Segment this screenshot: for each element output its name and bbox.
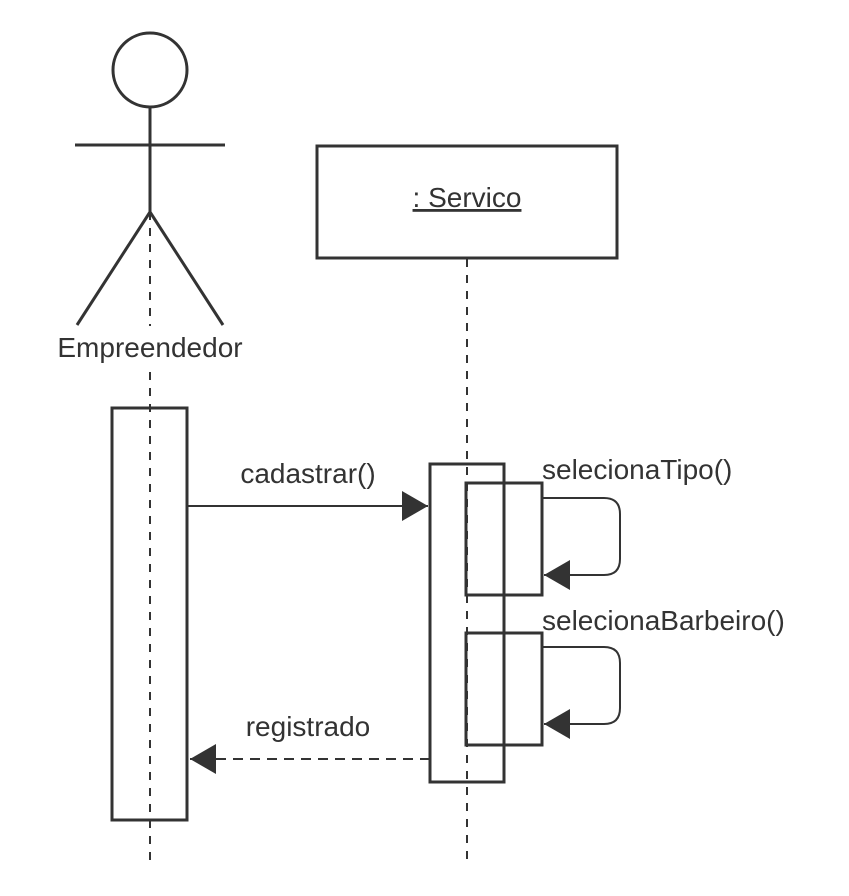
message-selecionabarbeiro-arrowhead	[544, 709, 570, 739]
actor-head	[111, 31, 189, 109]
object-activation-bar	[428, 462, 506, 784]
actor-figure	[75, 31, 225, 326]
message-selecionabarbeiro-loop	[542, 646, 621, 725]
object-box	[315, 144, 619, 260]
message-cadastrar-arrowhead	[402, 491, 428, 521]
actor-left-leg	[75, 211, 152, 326]
message-registrado-arrowhead	[190, 744, 216, 774]
nested-activation-2	[464, 631, 544, 747]
actor-label-backdrop	[40, 326, 262, 364]
nested-activation-1	[464, 481, 544, 597]
message-selecionabarbeiro-label: selecionaBarbeiro()	[542, 605, 785, 636]
object-label: : Servico	[413, 182, 522, 213]
actor-right-leg	[148, 211, 225, 326]
message-selecionatipo-arrowhead	[544, 560, 570, 590]
actor-label: Empreendedor	[57, 332, 242, 363]
message-cadastrar-label: cadastrar()	[240, 458, 375, 489]
message-registrado-label: registrado	[246, 711, 371, 742]
message-selecionatipo-loop	[542, 497, 621, 576]
actor-activation-bar	[110, 406, 189, 822]
message-selecionatipo-label: selecionaTipo()	[542, 454, 732, 485]
